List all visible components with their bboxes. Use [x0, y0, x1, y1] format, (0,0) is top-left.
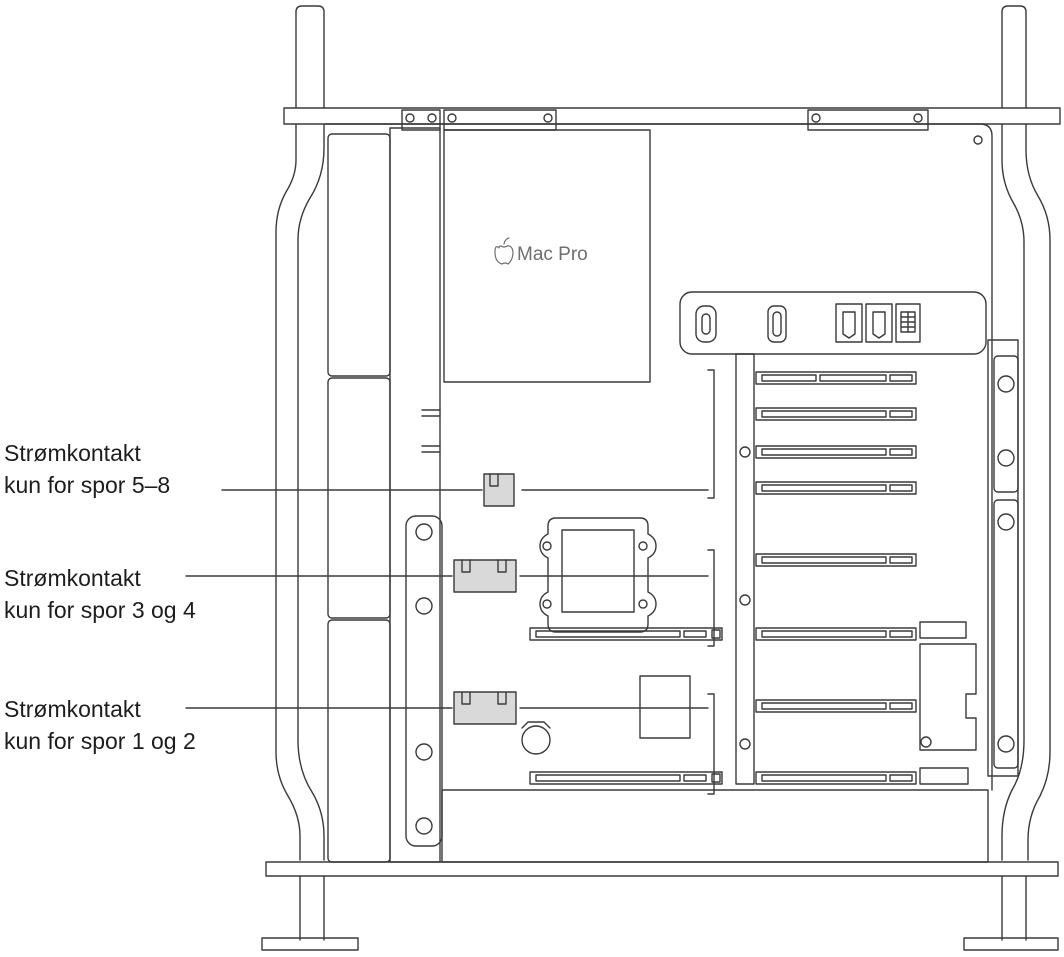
chipset: [639, 675, 691, 739]
bracket-slots-5-8: [707, 369, 715, 499]
board-slots: [529, 627, 723, 785]
connector-block-bottom: [919, 767, 969, 785]
power-connector-slots-3-4: [453, 559, 517, 593]
power-supply-box: [441, 789, 989, 863]
top-bracket-right: [807, 109, 929, 131]
power-connector-slots-5-8: [483, 473, 515, 507]
coin-battery: [521, 721, 551, 755]
vertical-strap: [389, 109, 443, 863]
callout-title: Strømkontakt: [4, 696, 141, 722]
apple-logo-icon: [494, 237, 514, 265]
io-panel: [679, 291, 987, 355]
callout-subtitle: kun for spor 1 og 2: [4, 728, 196, 754]
callout-subtitle: kun for spor 3 og 4: [4, 597, 196, 623]
frame-left: [261, 5, 359, 951]
callout-title: Strømkontakt: [4, 440, 141, 466]
callout-slots-3-4: Strømkontakt kun for spor 3 og 4: [4, 562, 196, 626]
mac-pro-label-panel: [443, 129, 651, 383]
connector-block-top: [919, 621, 967, 639]
callout-title: Strømkontakt: [4, 565, 141, 591]
power-connector-slots-1-2: [453, 691, 517, 725]
cpu-socket: [539, 517, 657, 633]
top-rail: [283, 107, 1061, 125]
frame-right: [963, 5, 1059, 951]
left-drive-bays: [327, 133, 391, 863]
chassis-outline: [325, 123, 993, 791]
callout-slots-5-8: Strømkontakt kun for spor 5–8: [4, 437, 170, 501]
callout-slots-1-2: Strømkontakt kun for spor 1 og 2: [4, 693, 196, 757]
pcie-slots: [755, 371, 917, 785]
bottom-rail: [265, 861, 1059, 877]
connector-block-mid: [919, 643, 977, 751]
bracket-slots-1-2: [707, 693, 715, 795]
top-bracket-left: [443, 109, 557, 131]
pcie-divider: [735, 353, 755, 785]
callout-subtitle: kun for spor 5–8: [4, 472, 171, 498]
bracket-slots-3-4: [707, 549, 715, 647]
mac-pro-logo-text: Mac Pro: [517, 244, 588, 265]
right-rail: [987, 339, 1019, 777]
